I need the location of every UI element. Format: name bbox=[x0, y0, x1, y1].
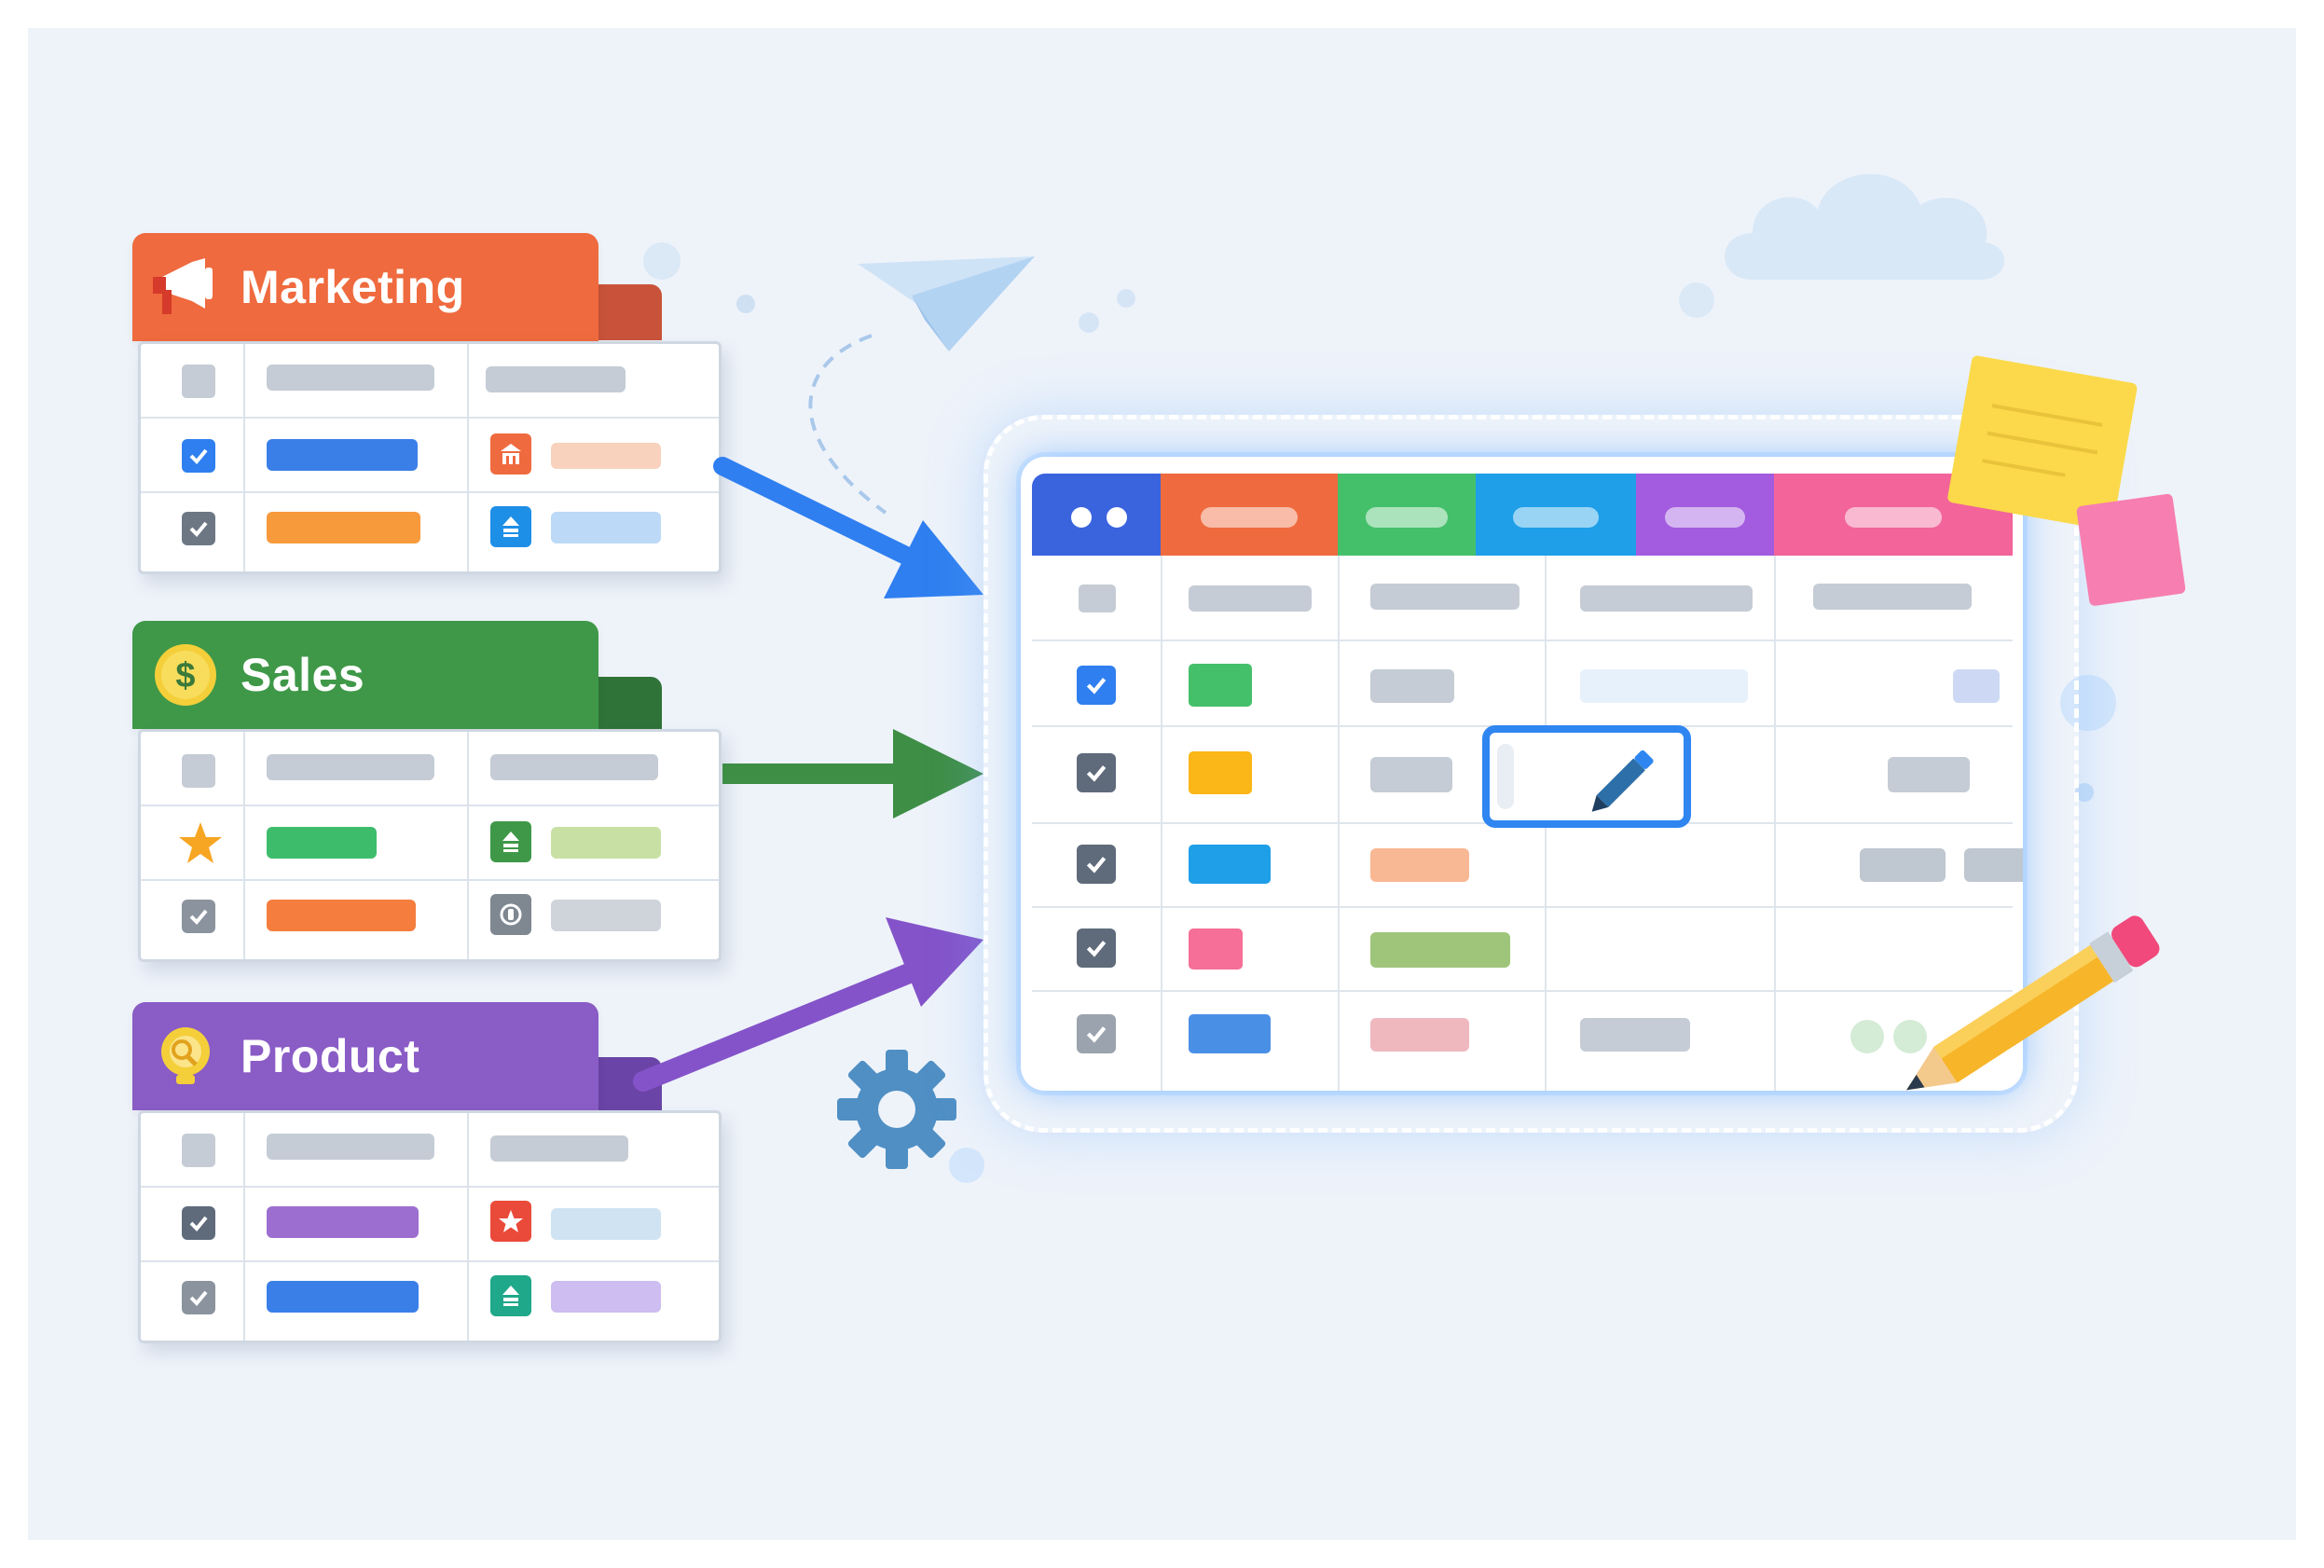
row-checkbox[interactable] bbox=[1077, 845, 1116, 884]
row-checkbox[interactable] bbox=[182, 1206, 215, 1240]
header-checkbox[interactable] bbox=[182, 364, 215, 398]
upload-icon bbox=[490, 506, 531, 547]
header-checkbox[interactable] bbox=[182, 1134, 215, 1167]
cloud-icon bbox=[1725, 173, 2005, 280]
sales-table bbox=[138, 729, 722, 962]
active-edit-cell[interactable] bbox=[1482, 725, 1691, 828]
header-checkbox[interactable] bbox=[1079, 585, 1116, 612]
header-checkbox[interactable] bbox=[182, 754, 215, 788]
marketing-tab[interactable]: Marketing bbox=[132, 233, 598, 341]
row-checkbox[interactable] bbox=[1077, 666, 1116, 705]
header-cell[interactable] bbox=[1636, 474, 1774, 556]
row-checkbox[interactable] bbox=[1077, 753, 1116, 792]
star-badge-icon bbox=[490, 1201, 531, 1242]
paper-plane-icon bbox=[858, 256, 1035, 351]
header-cell[interactable] bbox=[1476, 474, 1636, 556]
header-cell[interactable] bbox=[1032, 474, 1161, 556]
star-icon bbox=[179, 822, 222, 863]
header-cell[interactable] bbox=[1338, 474, 1476, 556]
svg-text:$: $ bbox=[175, 656, 195, 695]
sticky-note-icon bbox=[1947, 355, 2138, 530]
product-label: Product bbox=[241, 1030, 420, 1082]
row-checkbox[interactable] bbox=[182, 1281, 215, 1314]
row-checkbox[interactable] bbox=[1077, 928, 1116, 968]
upload-icon bbox=[490, 821, 531, 862]
diagram-canvas: Marketing $ Sales bbox=[28, 28, 2296, 1540]
row-checkbox[interactable] bbox=[182, 512, 215, 545]
marketing-label: Marketing bbox=[241, 261, 465, 313]
marketing-arrow bbox=[713, 457, 923, 569]
product-tab[interactable]: Product bbox=[132, 1002, 598, 1110]
building-icon bbox=[490, 433, 531, 475]
marketing-table bbox=[138, 341, 722, 574]
row-checkbox[interactable] bbox=[182, 900, 215, 933]
cell-edit-pencil-icon bbox=[1591, 750, 1654, 812]
product-arrow bbox=[633, 961, 924, 1092]
phone-icon bbox=[490, 894, 531, 935]
pink-sticky-note-icon bbox=[2076, 493, 2186, 606]
row-checkbox[interactable] bbox=[1077, 1014, 1116, 1053]
pencil-icon bbox=[1906, 915, 2160, 1091]
dollar-coin-icon: $ bbox=[155, 644, 216, 706]
sales-tab[interactable]: $ Sales bbox=[132, 621, 598, 729]
lightbulb-icon bbox=[161, 1027, 210, 1084]
megaphone-icon bbox=[153, 258, 213, 314]
merge-drop-zone bbox=[983, 415, 2079, 1133]
product-table bbox=[138, 1110, 722, 1343]
sales-label: Sales bbox=[241, 649, 365, 701]
gear-icon bbox=[837, 1050, 956, 1169]
upload-icon bbox=[490, 1275, 531, 1316]
row-checkbox[interactable] bbox=[182, 439, 215, 473]
header-cell[interactable] bbox=[1161, 474, 1338, 556]
flow-arrows bbox=[633, 457, 983, 1092]
